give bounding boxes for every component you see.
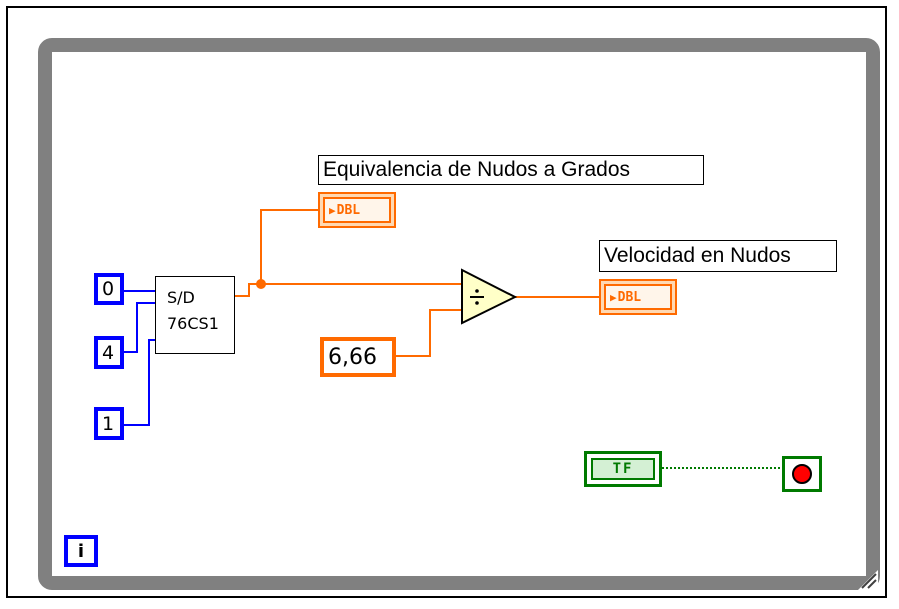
arrow-icon: ▶ bbox=[329, 203, 336, 217]
constant-1[interactable]: 1 bbox=[94, 407, 124, 440]
stop-icon[interactable] bbox=[782, 456, 822, 492]
wire-c1 bbox=[123, 339, 155, 426]
iteration-terminal: i bbox=[64, 535, 98, 567]
label-speed[interactable]: Velocidad en Nudos bbox=[599, 240, 837, 272]
subvi-sd-76cs1[interactable]: S/D 76CS1 bbox=[155, 276, 235, 354]
wire-divisor bbox=[395, 309, 462, 357]
boolean-constant[interactable]: TF bbox=[584, 451, 662, 487]
constant-0[interactable]: 0 bbox=[94, 273, 124, 305]
loop-resize-handle[interactable] bbox=[858, 570, 878, 590]
wire-subvi-out bbox=[235, 283, 261, 297]
arrow-icon: ▶ bbox=[610, 290, 617, 304]
divide-icon[interactable] bbox=[461, 268, 518, 325]
wire-branch-up bbox=[260, 209, 321, 284]
indicator-type: DBL bbox=[336, 202, 361, 218]
indicator-type: DBL bbox=[617, 289, 642, 305]
constant-divisor[interactable]: 6,66 bbox=[320, 337, 396, 377]
indicator-equivalence[interactable]: ▶DBL bbox=[318, 192, 396, 228]
wire-c4 bbox=[123, 302, 155, 353]
diagram-frame bbox=[6, 6, 887, 598]
indicator-speed[interactable]: ▶DBL bbox=[599, 279, 677, 315]
constant-4[interactable]: 4 bbox=[94, 336, 124, 369]
subvi-line2: 76CS1 bbox=[167, 314, 219, 333]
wire-junction bbox=[256, 279, 266, 289]
boolean-constant-label: TF bbox=[591, 458, 655, 480]
label-equivalence[interactable]: Equivalencia de Nudos a Grados bbox=[318, 155, 704, 185]
subvi-line1: S/D bbox=[167, 288, 195, 307]
